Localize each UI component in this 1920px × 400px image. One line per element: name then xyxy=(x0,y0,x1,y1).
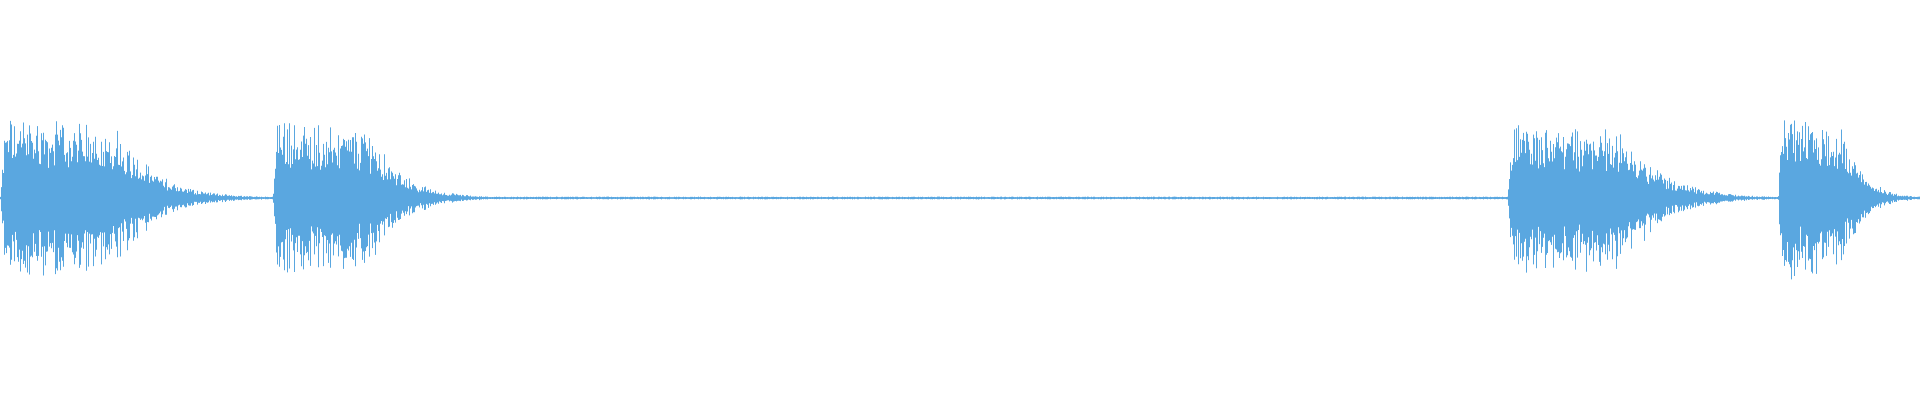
waveform-bars xyxy=(0,120,1920,280)
waveform-path xyxy=(0,120,1920,280)
